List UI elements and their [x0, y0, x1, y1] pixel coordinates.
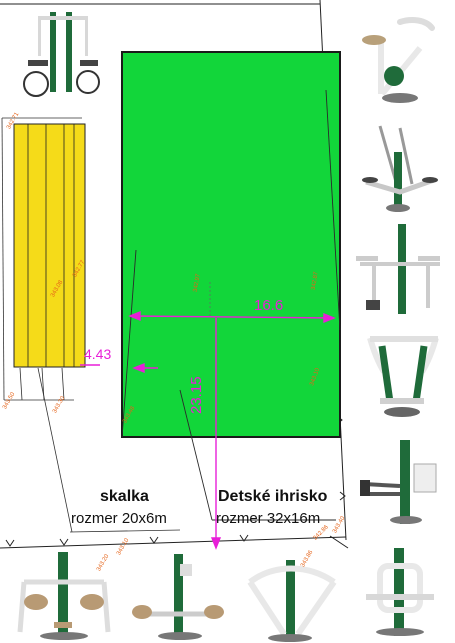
dimension-height-label: 23.15	[188, 376, 205, 414]
elliptical-cross-trainer-icon	[362, 125, 438, 212]
wheelchair-exercise-station-icon	[23, 12, 100, 97]
climbing-area-width-label: 4.43	[84, 346, 112, 362]
climbing-area-size: rozmer 20x6m	[71, 510, 167, 527]
chest-press-icon	[360, 440, 437, 524]
site-boundary-corner	[329, 535, 349, 549]
dimension-width-label: 16.6	[254, 297, 284, 314]
seated-puller-icon	[132, 554, 224, 640]
climbing-area	[13, 123, 86, 368]
playground-title: Detské ihrisko	[218, 488, 328, 505]
bike-trainer-icon	[362, 17, 435, 103]
playground-size: rozmer 32x16m	[216, 510, 321, 527]
shoulder-press-icon	[247, 560, 337, 642]
playground-inner-lines	[121, 89, 341, 521]
waist-twister-icon	[366, 548, 434, 636]
climbing-area-strips	[27, 124, 75, 367]
parallel-bars-icon	[356, 224, 440, 314]
climbing-area-title: skalka	[100, 488, 149, 505]
leg-press-icon	[17, 552, 111, 640]
climbing-area-guides	[1, 117, 181, 533]
dimension-lines	[80, 310, 336, 550]
site-boundary-bottom	[0, 536, 347, 549]
air-walker-icon	[367, 336, 439, 417]
playground-area	[121, 51, 341, 438]
